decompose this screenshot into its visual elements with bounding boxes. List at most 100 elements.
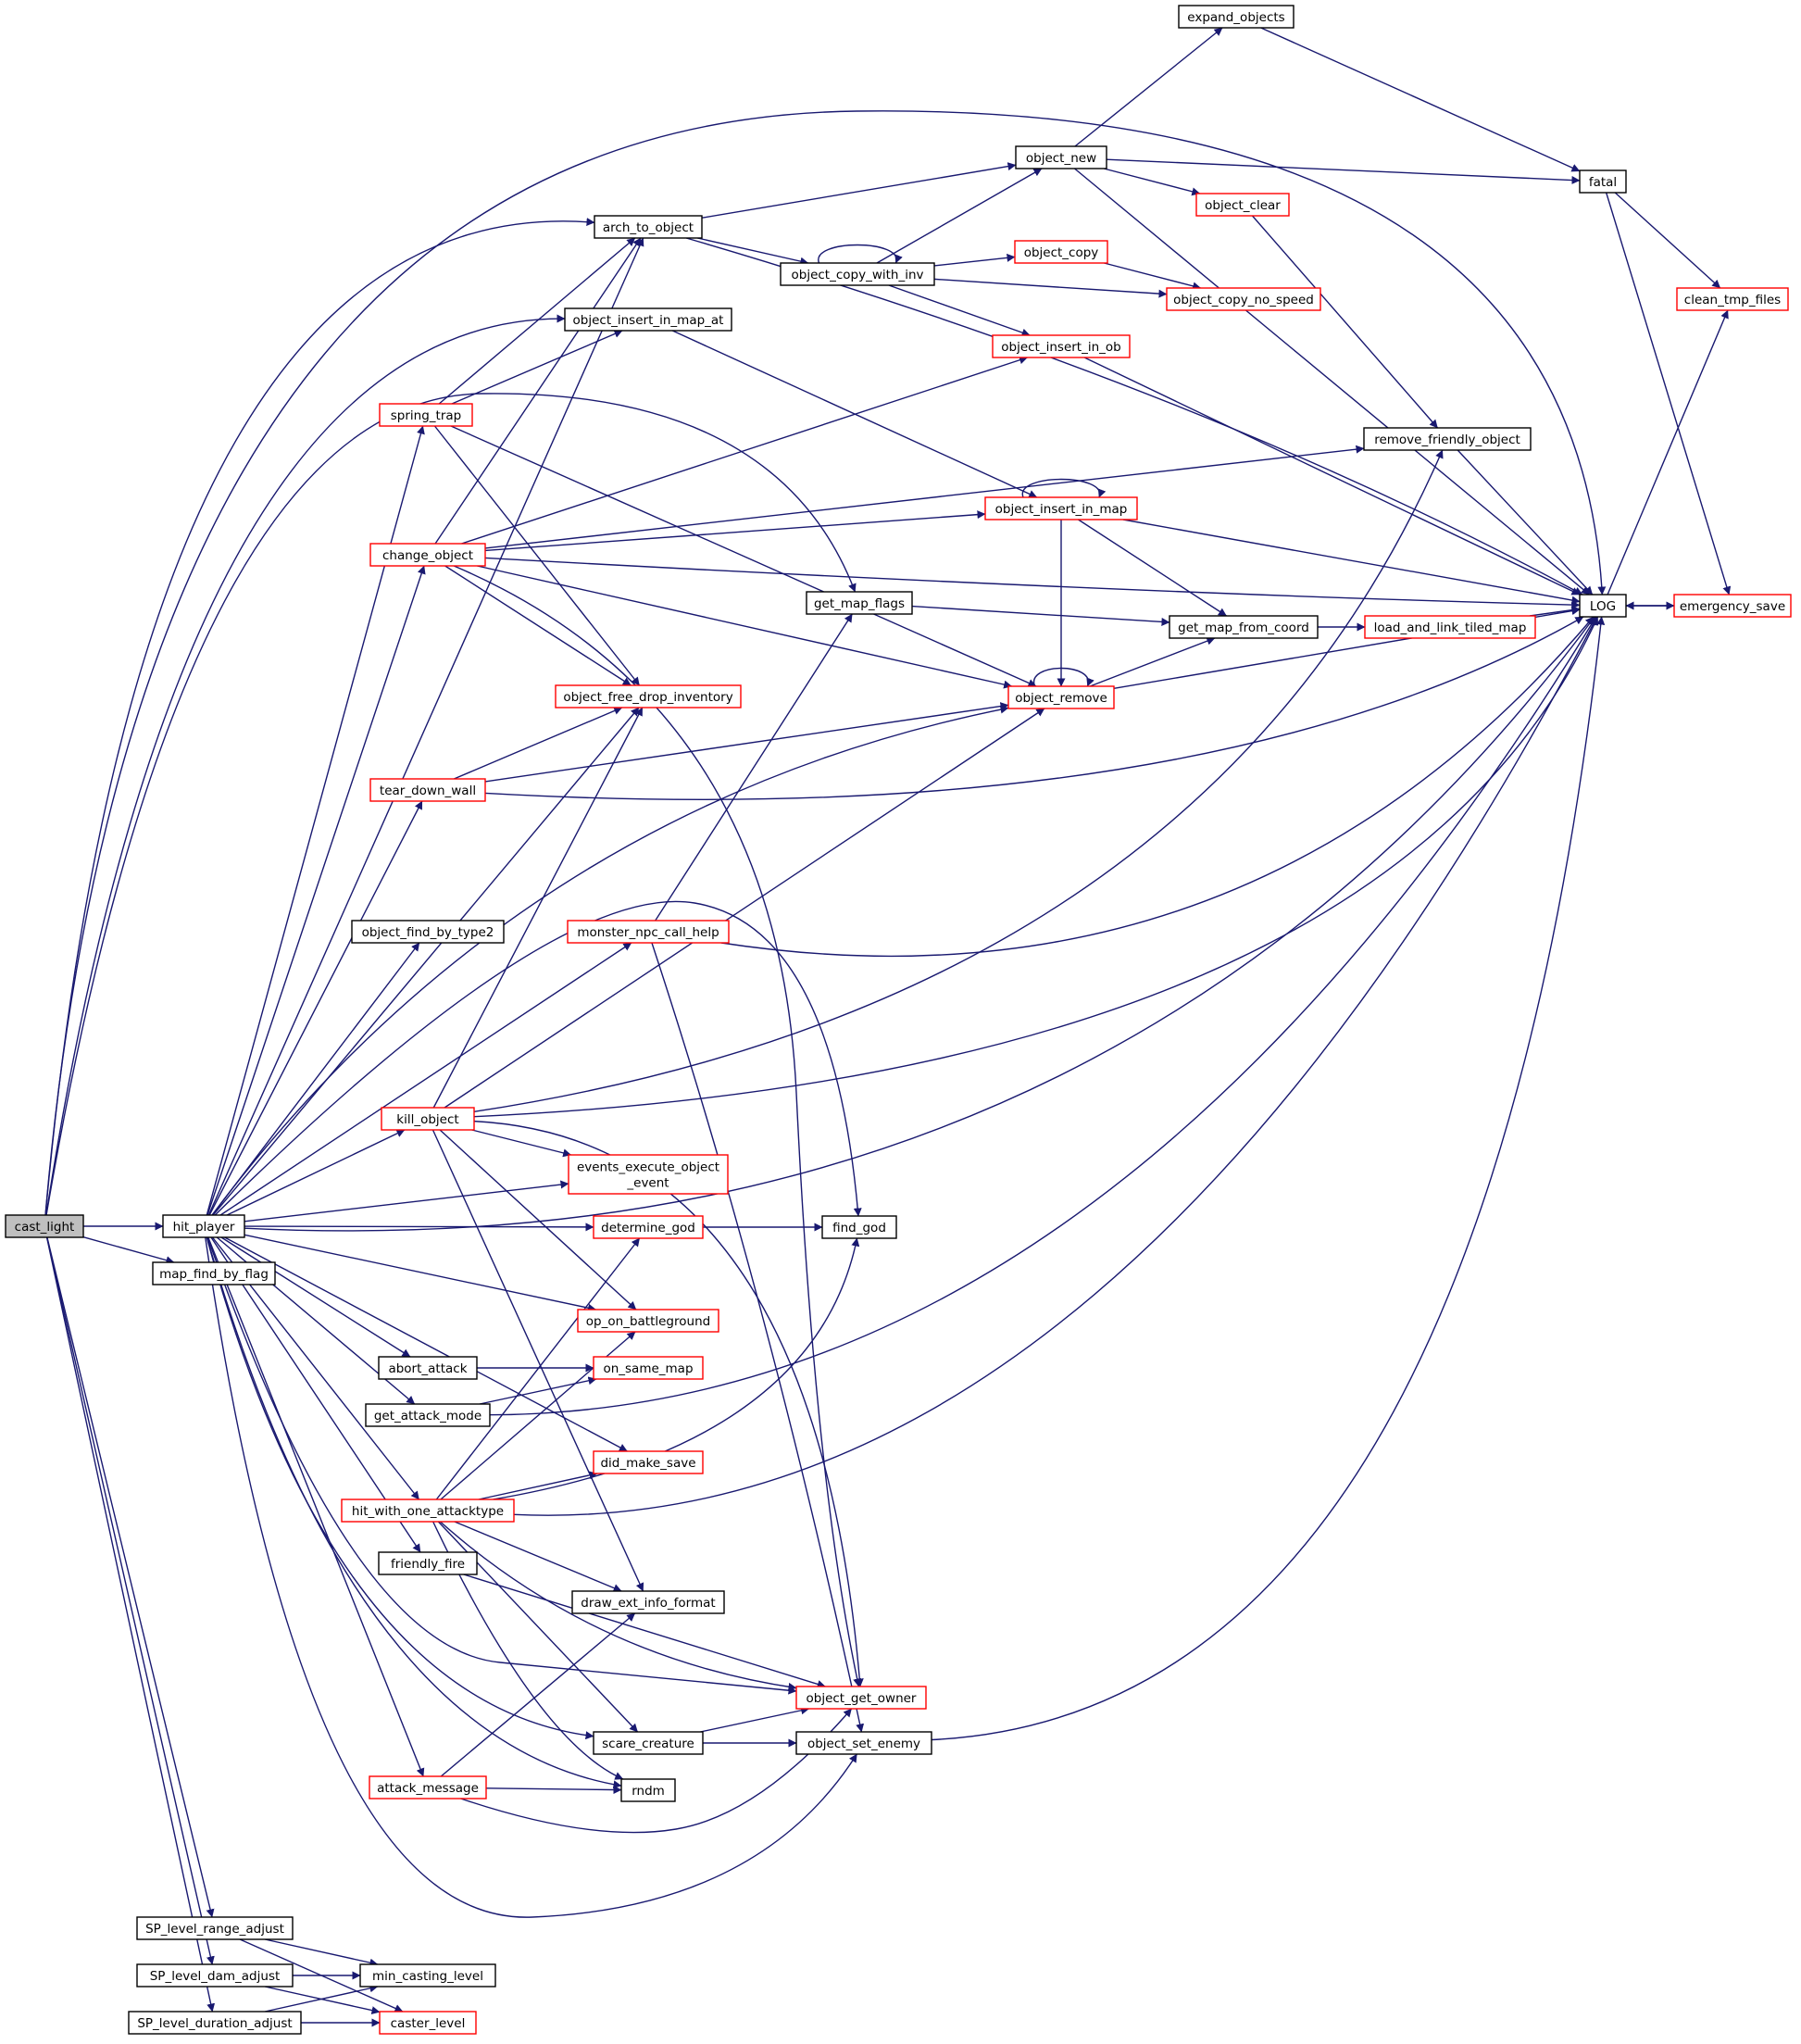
node-SP_level_dam_adjust[interactable]: SP_level_dam_adjust [136, 1963, 294, 1988]
edge-hit_player-to-events_execute_object_event [244, 1180, 569, 1223]
edge-get_attack_mode-to-on_same_map [479, 1376, 597, 1405]
node-LOG[interactable]: LOG [1579, 594, 1627, 618]
edge-change_object-to-LOG [484, 557, 1581, 609]
edge-hit_with_one_attacktype-to-find_god [493, 1237, 860, 1500]
node-object_insert_in_map[interactable]: object_insert_in_map [984, 496, 1138, 520]
edge-spring_trap-to-arch_to_object [438, 237, 636, 405]
node-fatal[interactable]: fatal [1579, 169, 1627, 194]
edge-change_object-to-object_insert_in_map [484, 510, 986, 552]
node-label: get_map_flags [814, 596, 905, 611]
node-find_god[interactable]: find_god [821, 1215, 897, 1239]
edge-tear_down_wall-to-LOG [484, 616, 1584, 800]
node-events_execute_object_event[interactable]: events_execute_object_event [568, 1154, 729, 1195]
node-get_map_flags[interactable]: get_map_flags [806, 591, 913, 615]
node-friendly_fire[interactable]: friendly_fire [378, 1551, 478, 1575]
edge-hit_player-to-object_get_owner [206, 1236, 797, 1695]
node-box [381, 1107, 475, 1131]
node-box [1579, 169, 1627, 194]
node-SP_level_duration_adjust[interactable]: SP_level_duration_adjust [128, 2011, 302, 2035]
node-object_copy[interactable]: object_copy [1014, 240, 1108, 264]
node-get_map_from_coord[interactable]: get_map_from_coord [1169, 615, 1319, 639]
node-clean_tmp_files[interactable]: clean_tmp_files [1676, 287, 1789, 311]
node-object_copy_with_inv[interactable]: object_copy_with_inv [780, 262, 935, 286]
edge-hit_player-to-determine_god [244, 1223, 594, 1232]
node-attack_message[interactable]: attack_message [369, 1775, 487, 1799]
node-kill_object[interactable]: kill_object [381, 1107, 475, 1131]
node-did_make_save[interactable]: did_make_save [593, 1450, 704, 1474]
node-SP_level_range_adjust[interactable]: SP_level_range_adjust [136, 1916, 294, 1940]
node-map_find_by_flag[interactable]: map_find_by_flag [152, 1261, 276, 1285]
node-min_casting_level[interactable]: min_casting_level [359, 1963, 496, 1988]
node-object_insert_in_map_at[interactable]: object_insert_in_map_at [564, 307, 732, 332]
node-tear_down_wall[interactable]: tear_down_wall [369, 778, 486, 802]
node-box [1364, 615, 1536, 639]
node-box [365, 1403, 491, 1427]
edge-monster_npc_call_help-to-get_map_flags [655, 613, 853, 922]
edge-object_insert_in_map-to-get_map_from_coord [1078, 519, 1227, 617]
node-rndm[interactable]: rndm [620, 1778, 676, 1802]
node-caster_level[interactable]: caster_level [379, 2011, 477, 2035]
edge-hit_player-to-object_remove [211, 705, 1009, 1216]
node-object_find_by_type2[interactable]: object_find_by_type2 [351, 920, 505, 944]
node-object_new[interactable]: object_new [1015, 145, 1107, 169]
node-label: abort_attack [388, 1361, 467, 1376]
node-on_same_map[interactable]: on_same_map [593, 1356, 704, 1380]
node-label: min_casting_level [372, 1969, 483, 1984]
node-box [378, 1551, 478, 1575]
node-object_clear[interactable]: object_clear [1195, 193, 1290, 217]
edge-hit_with_one_attacktype-to-rndm [432, 1521, 624, 1780]
edge-cast_light-to-SP_level_dam_adjust [46, 1236, 215, 1965]
edge-object_copy_with_inv-to-object_copy [933, 253, 1016, 267]
node-remove_friendly_object[interactable]: remove_friendly_object [1363, 427, 1532, 451]
node-label: kill_object [396, 1112, 458, 1127]
node-object_insert_in_ob[interactable]: object_insert_in_ob [992, 334, 1131, 358]
node-spring_trap[interactable]: spring_trap [379, 403, 473, 427]
node-object_free_drop_inventory[interactable]: object_free_drop_inventory [555, 684, 742, 709]
node-change_object[interactable]: change_object [369, 543, 486, 567]
node-label: cast_light [15, 1220, 75, 1235]
node-abort_attack[interactable]: abort_attack [378, 1356, 478, 1380]
node-expand_objects[interactable]: expand_objects [1178, 5, 1294, 29]
edge-hit_with_one_attacktype-to-did_make_save [478, 1471, 598, 1500]
call-edges [44, 27, 1732, 2027]
node-op_on_battleground[interactable]: op_on_battleground [577, 1309, 719, 1333]
edge-kill_object-to-remove_friendly_object [473, 449, 1444, 1113]
edge-object_copy_with_inv-to-object_new [876, 168, 1043, 264]
edge-LOG-to-clean_tmp_files [1607, 309, 1729, 596]
node-label: emergency_save [1680, 599, 1785, 614]
node-box [5, 1214, 84, 1238]
node-object_copy_no_speed[interactable]: object_copy_no_speed [1166, 287, 1321, 311]
edge-hit_player-to-arch_to_object [207, 237, 644, 1216]
node-box [593, 1450, 704, 1474]
node-determine_god[interactable]: determine_god [593, 1215, 704, 1239]
node-object_get_owner[interactable]: object_get_owner [795, 1686, 927, 1710]
node-scare_creature[interactable]: scare_creature [593, 1731, 704, 1755]
node-arch_to_object[interactable]: arch_to_object [594, 215, 703, 239]
node-object_remove[interactable]: object_remove [1007, 685, 1115, 709]
node-label: object_copy [1024, 245, 1099, 260]
node-load_and_link_tiled_map[interactable]: load_and_link_tiled_map [1364, 615, 1536, 639]
node-label: op_on_battleground [586, 1314, 710, 1329]
node-object_set_enemy[interactable]: object_set_enemy [795, 1731, 932, 1755]
node-hit_player[interactable]: hit_player [162, 1214, 245, 1238]
edge-object_insert_in_ob-to-LOG [1083, 357, 1581, 596]
node-cast_light[interactable]: cast_light [5, 1214, 84, 1238]
node-monster_npc_call_help[interactable]: monster_npc_call_help [567, 920, 730, 944]
node-box [571, 1590, 725, 1614]
node-label: SP_level_duration_adjust [137, 2016, 292, 2031]
edge-object_copy-to-object_copy_no_speed [1104, 262, 1202, 291]
edge-hit_player-to-rndm [206, 1236, 622, 1789]
node-box [821, 1215, 897, 1239]
edge-object_set_enemy-to-LOG [931, 616, 1606, 1741]
node-draw_ext_info_format[interactable]: draw_ext_info_format [571, 1590, 725, 1614]
node-get_attack_mode[interactable]: get_attack_mode [365, 1403, 491, 1427]
node-box [341, 1499, 515, 1523]
node-box [128, 2011, 302, 2035]
node-box [359, 1963, 496, 1988]
node-box [1363, 427, 1532, 451]
edge-object_insert_in_map-to-object_insert_in_map [1021, 478, 1107, 498]
node-hit_with_one_attacktype[interactable]: hit_with_one_attacktype [341, 1499, 515, 1523]
node-label: object_copy_no_speed [1173, 293, 1314, 307]
node-emergency_save[interactable]: emergency_save [1673, 594, 1792, 618]
edge-hit_player-to-abort_attack [220, 1236, 411, 1358]
